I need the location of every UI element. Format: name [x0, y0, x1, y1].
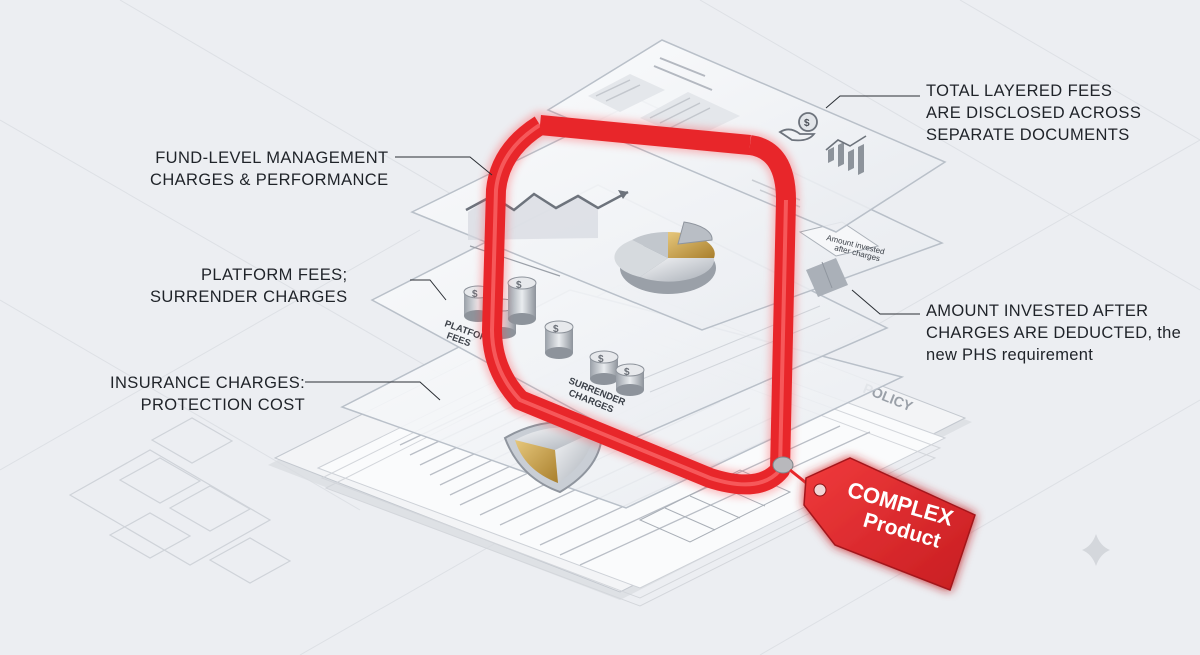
fund-level-line1: FUND-LEVEL MANAGEMENT	[155, 149, 389, 167]
insurance-charges-label: INSURANCE CHARGES: PROTECTION COST	[110, 372, 305, 416]
leader-platform	[410, 279, 447, 301]
dollar-coin-stack-icon: $	[589, 350, 619, 385]
dollar-coin-stack-icon: $	[544, 320, 574, 359]
svg-text:$: $	[598, 354, 604, 365]
amount-invested-line2: CHARGES ARE DEDUCTED, the	[926, 324, 1182, 342]
amount-invested-label: AMOUNT INVESTED AFTER CHARGES ARE DEDUCT…	[926, 300, 1181, 366]
wireframe-sketch	[68, 417, 292, 584]
total-layered-fees-label: TOTAL LAYERED FEES ARE DISCLOSED ACROSS …	[926, 80, 1141, 146]
leader-total-fees	[825, 95, 920, 109]
insurance-line2: PROTECTION COST	[140, 396, 306, 414]
insurance-line1: INSURANCE CHARGES:	[110, 374, 306, 392]
dollar-coin-stack-icon: $	[615, 363, 645, 396]
money-hand-icon: $	[778, 112, 818, 142]
svg-text:$: $	[472, 289, 478, 300]
leader-amount-invested	[851, 289, 920, 315]
svg-text:$: $	[516, 280, 522, 291]
dollar-coin-stack-icon: $	[507, 276, 537, 325]
complex-product-tag: COMPLEX Product	[803, 457, 976, 591]
amount-invested-line3: new PHS requirement	[926, 346, 1094, 364]
platform-fees-label: PLATFORM FEES; SURRENDER CHARGES	[150, 264, 348, 308]
sparkle-icon	[1082, 534, 1110, 566]
complex-product-ribbon	[478, 111, 816, 498]
svg-text:$: $	[553, 324, 559, 335]
svg-text:$: $	[804, 118, 810, 129]
amount-invested-line1: AMOUNT INVESTED AFTER	[926, 302, 1149, 320]
total-fees-line2: ARE DISCLOSED ACROSS	[926, 104, 1142, 122]
leader-lines	[305, 95, 920, 401]
total-fees-line1: TOTAL LAYERED FEES	[926, 82, 1113, 100]
pie-chart-icon	[614, 221, 716, 294]
fund-level-line2: CHARGES & PERFORMANCE	[150, 171, 389, 189]
svg-text:$: $	[624, 367, 630, 378]
leader-insurance	[305, 381, 441, 401]
leader-fund-level	[395, 156, 493, 176]
total-fees-line3: SEPARATE DOCUMENTS	[926, 126, 1130, 144]
fund-level-label: FUND-LEVEL MANAGEMENT CHARGES & PERFORMA…	[150, 147, 389, 191]
bar-chart-icon	[825, 135, 867, 175]
platform-line2: SURRENDER CHARGES	[150, 288, 348, 306]
platform-line1: PLATFORM FEES;	[201, 266, 348, 284]
